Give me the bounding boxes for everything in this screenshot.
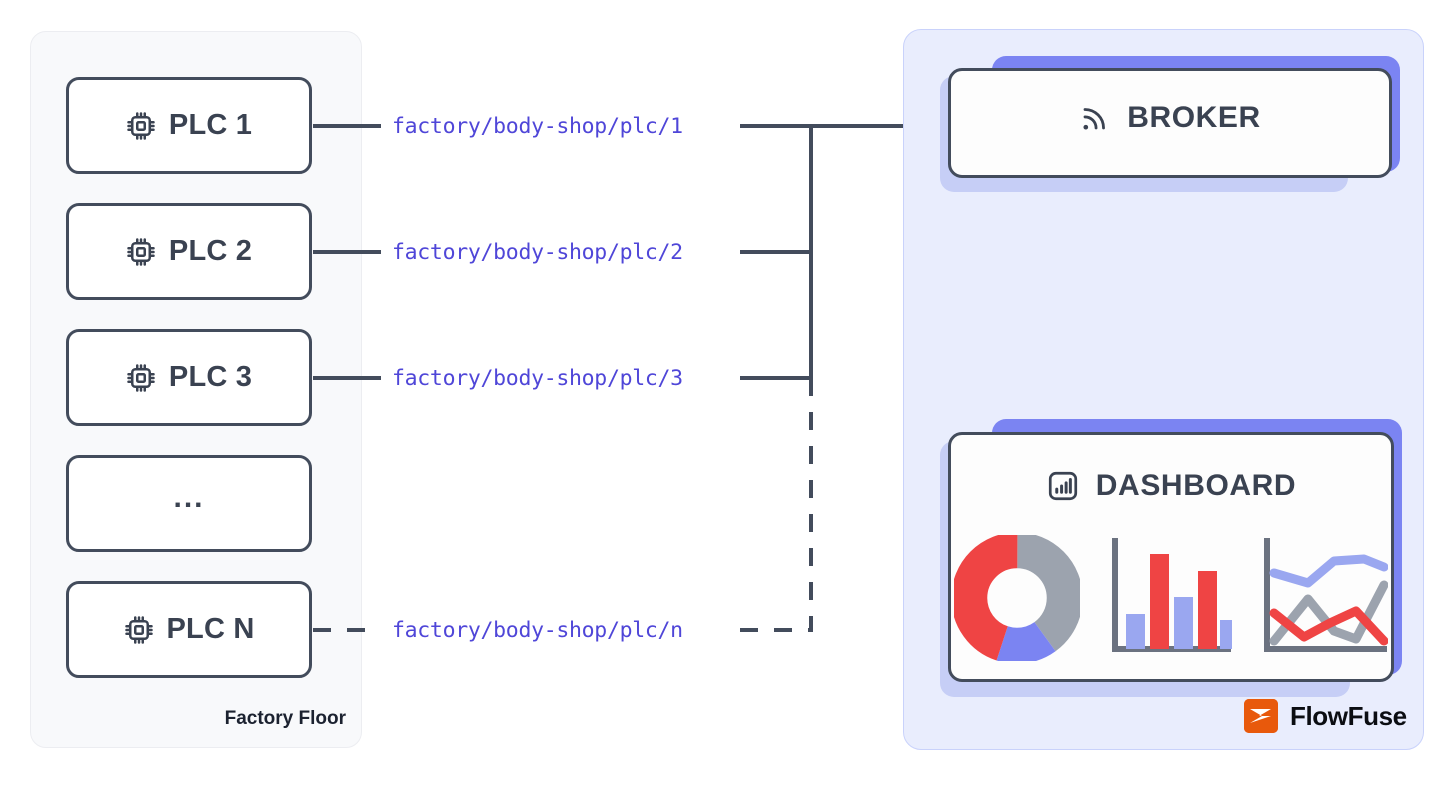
device-label: PLC 1: [168, 109, 253, 141]
line-series-blue: [1269, 554, 1388, 588]
broker-card-face: [948, 68, 1392, 178]
device-card-plc-n[interactable]: PLC N: [66, 581, 312, 678]
device-card-plc-2[interactable]: PLC 2: [66, 203, 312, 300]
device-card-plc-3[interactable]: PLC 3: [66, 329, 312, 426]
broker-label: BROKER: [1127, 101, 1261, 134]
device-label: ...: [173, 480, 205, 514]
dashboard-label: DASHBOARD: [1095, 469, 1297, 502]
donut-slice-gray: [954, 535, 1080, 661]
cpu-chip-icon: [124, 615, 154, 645]
bar-chart-square-icon: [1046, 469, 1080, 503]
donut-slice-red: [954, 535, 1080, 661]
flowfuse-logo[interactable]: FlowFuse: [1244, 699, 1407, 733]
broadcast-signal-icon: [1079, 102, 1111, 134]
broker-node[interactable]: BROKER: [940, 56, 1400, 192]
cpu-chip-icon: [126, 237, 156, 267]
factory-floor-caption: Factory Floor: [224, 708, 346, 729]
bar-5: [1220, 620, 1232, 649]
line-chart-axes: [1264, 538, 1387, 652]
device-label: PLC N: [166, 613, 255, 645]
line-series-gray: [1269, 580, 1388, 646]
topic-label-plc-3: factory/body-shop/plc/3: [392, 366, 683, 391]
dashboard-node[interactable]: DASHBOARD: [940, 419, 1402, 697]
topic-label-plc-2: factory/body-shop/plc/2: [392, 240, 683, 265]
bar-4: [1198, 571, 1217, 649]
cpu-chip-icon: [126, 363, 156, 393]
cpu-chip-icon: [126, 111, 156, 141]
bar-1: [1126, 614, 1145, 649]
topic-label-plc-1: factory/body-shop/plc/1: [392, 114, 683, 139]
bar-2: [1150, 554, 1169, 649]
bar-chart: [1112, 538, 1232, 652]
device-card-plc-1[interactable]: PLC 1: [66, 77, 312, 174]
flowfuse-wordmark: FlowFuse: [1290, 701, 1407, 731]
donut-chart: [954, 535, 1080, 661]
device-card-more[interactable]: ...: [66, 455, 312, 552]
device-label: PLC 2: [168, 235, 253, 267]
line-series-red: [1269, 606, 1388, 646]
flowfuse-mark-icon: [1244, 699, 1278, 733]
device-label: PLC 3: [168, 361, 253, 393]
topic-label-plc-n: factory/body-shop/plc/n: [392, 618, 683, 643]
bar-3: [1174, 597, 1193, 649]
line-chart: [1264, 538, 1388, 652]
donut-slice-blue: [954, 535, 1080, 661]
